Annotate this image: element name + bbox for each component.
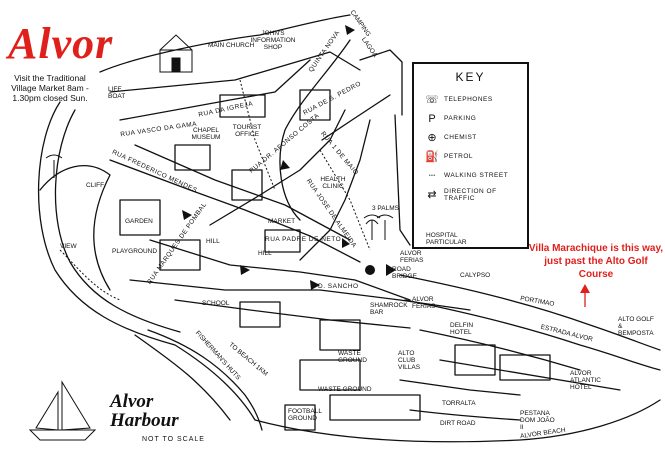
label-hospital: HOSPITAL PARTICULAR xyxy=(426,232,467,246)
key-item: P PARKING xyxy=(414,109,527,128)
label-tourist-office: TOURIST OFFICE xyxy=(232,124,262,138)
key-label: CHEMIST xyxy=(444,134,477,141)
sailboat-icon xyxy=(28,380,97,441)
label-market: MARKET xyxy=(268,218,296,225)
label-main-church: MAIN CHURCH xyxy=(208,42,255,49)
label-pestana: PESTANA DOM JOÃO II xyxy=(520,410,555,431)
label-alvor-ferias-1: ALVOR FERIAS xyxy=(400,250,424,264)
walking-street-icon: ┈ xyxy=(428,170,436,182)
harbour-line-2: Harbour xyxy=(110,410,179,431)
map-key: KEY ☏ TELEPHONES P PARKING ⊕ CHEMIST ⛽ P… xyxy=(412,62,529,249)
telephone-icon: ☏ xyxy=(425,94,439,106)
direction-arrows-icon: ⇄ xyxy=(427,189,437,201)
key-label: WALKING STREET xyxy=(444,172,509,179)
key-label: PETROL xyxy=(444,153,474,160)
villa-note: Villa Marachique is this way, just past … xyxy=(528,243,664,280)
label-school: SCHOOL xyxy=(202,300,230,307)
label-football: FOOTBALL GROUND xyxy=(288,408,322,422)
harbour-title: Alvor Harbour xyxy=(110,392,179,430)
chemist-icon: ⊕ xyxy=(427,132,437,144)
petrol-icon: ⛽ xyxy=(425,151,439,163)
key-label: TELEPHONES xyxy=(444,96,493,103)
map-title: Alvor xyxy=(8,19,114,68)
label-life-boat: LIFE BOAT xyxy=(108,86,126,100)
harbour-line-1: Alvor xyxy=(110,391,154,412)
key-item: ┈ WALKING STREET xyxy=(414,166,527,185)
label-garden: GARDEN xyxy=(125,218,153,225)
key-item: ⇄ DIRECTION OF TRAFFIC xyxy=(414,185,527,204)
label-shamrock: SHAMROCK BAR xyxy=(370,302,408,316)
label-road-bridge: ROAD BRIDGE xyxy=(392,266,417,280)
market-note: Visit the Traditional Village Market 8am… xyxy=(11,73,89,103)
label-dolphin-hotel: DELFIN HOTEL xyxy=(450,322,474,336)
label-cliff: CLIFF xyxy=(86,182,105,189)
label-info-shop: JOHN'S INFORMATION SHOP xyxy=(250,30,296,51)
street-d-sancho: D. SANCHO xyxy=(318,283,359,290)
label-playground: PLAYGROUND xyxy=(112,248,158,255)
key-item: ⊕ CHEMIST xyxy=(414,128,527,147)
label-hill-1: HILL xyxy=(206,238,220,245)
label-alto-golf: ALTO GOLF & BEMPOSTA xyxy=(618,316,654,337)
label-waste-ground-2: WASTE GROUND xyxy=(318,386,372,393)
label-three-palms: 3 PALMS xyxy=(372,205,399,212)
label-alvor-atlantic: ALVOR ATLANTIC HOTEL xyxy=(570,370,601,391)
parking-icon: P xyxy=(428,112,436,125)
label-hill-2: HILL xyxy=(258,250,272,257)
label-waste-ground-1: WASTE GROUND xyxy=(338,350,367,364)
key-label: DIRECTION OF TRAFFIC xyxy=(444,187,497,202)
label-view: VIEW xyxy=(60,243,77,250)
main-church-icon xyxy=(159,34,193,73)
street-rua-padre-de-neto: RUA PADRE DE NETO xyxy=(265,236,342,243)
label-alvor-ferias-2: ALVOR FERIAS xyxy=(412,296,436,310)
label-dirt-road: DIRT ROAD xyxy=(440,420,476,427)
label-calypso: CALYPSO xyxy=(460,272,491,279)
key-title: KEY xyxy=(455,70,486,84)
label-alto-club: ALTO CLUB VILLAS xyxy=(398,350,421,371)
label-torralta: TORRALTA xyxy=(442,400,476,407)
key-label: PARKING xyxy=(444,115,477,122)
key-item: ⛽ PETROL xyxy=(414,147,527,166)
key-item: ☏ TELEPHONES xyxy=(414,90,527,109)
label-chapel-museum: CHAPEL MUSEUM xyxy=(191,127,221,141)
label-health-clinic: HEALTH CLINIC xyxy=(320,176,346,190)
scale-note: NOT TO SCALE xyxy=(142,436,205,443)
